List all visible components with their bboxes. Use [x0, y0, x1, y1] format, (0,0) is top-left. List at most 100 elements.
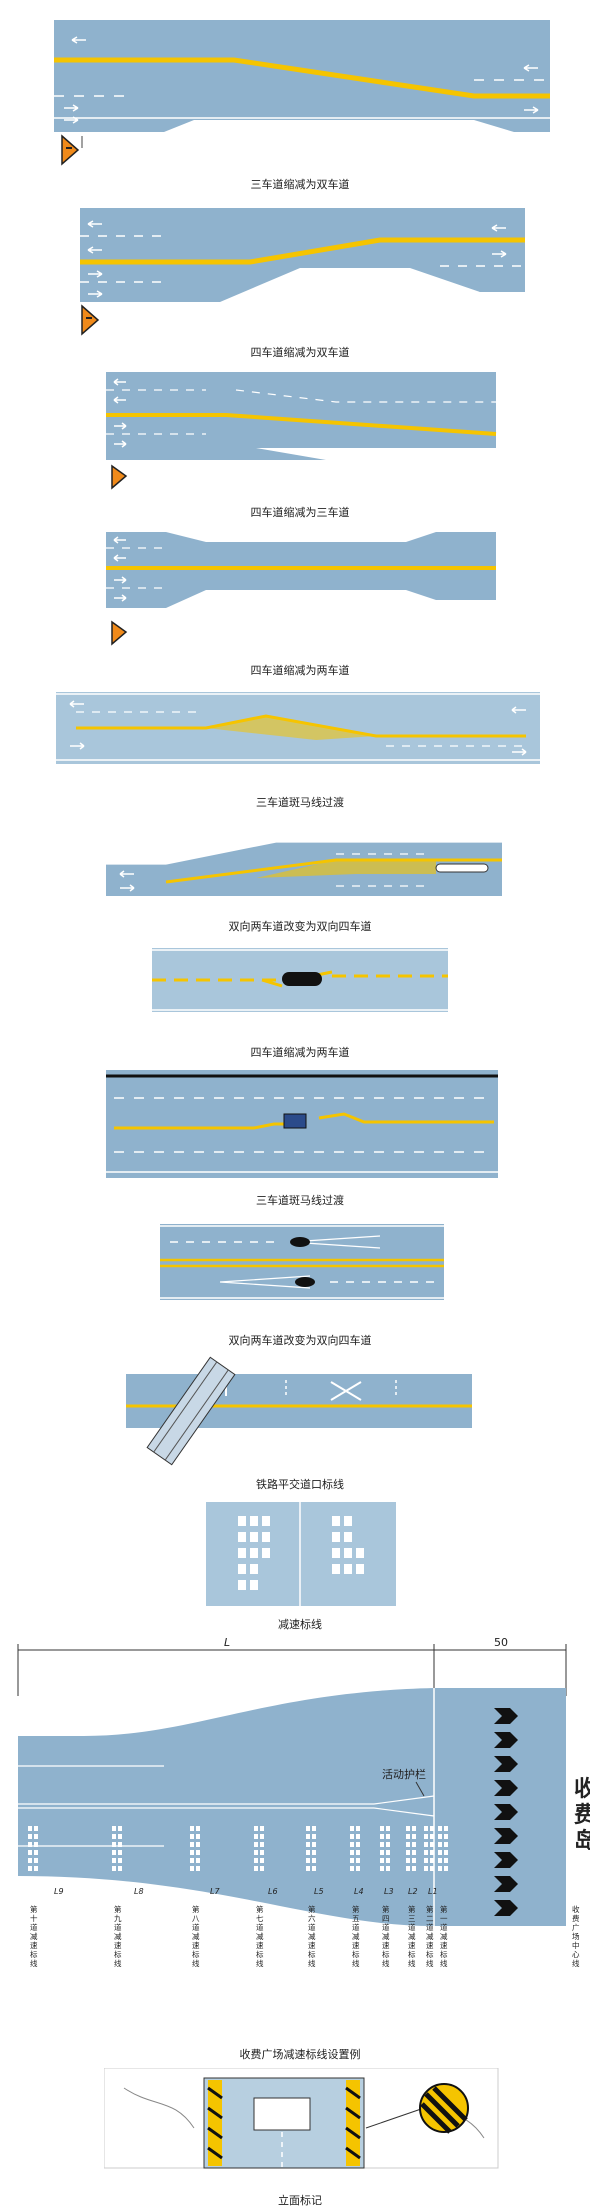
- toll-island-arrow: [494, 1756, 518, 1772]
- caption-d12: 收费广场减速标线设置例: [239, 2048, 361, 2061]
- diagram-4to2-lane-island: [152, 948, 448, 1012]
- caption-d3: 四车道缩减为三车道: [250, 506, 350, 519]
- speed-block: [34, 1842, 38, 1847]
- barrier-label: 活动护栏: [382, 1767, 426, 1781]
- speed-block: [380, 1866, 384, 1871]
- speed-block: [254, 1858, 258, 1863]
- diagram-3lane-hatch-transition-2: [106, 1070, 498, 1178]
- diagram-2to4-lane-expansion: [106, 841, 502, 896]
- speed-block: [312, 1834, 316, 1839]
- speed-block: [118, 1826, 122, 1831]
- warning-sign-icon: [81, 304, 100, 336]
- segment-label: L9: [54, 1887, 64, 1896]
- speed-block: [430, 1850, 434, 1855]
- speed-block: [424, 1826, 428, 1831]
- reduction-line-label: 第九道减速标线: [114, 1904, 122, 1968]
- diagram-3lane-hatch-transition: [56, 692, 540, 764]
- speed-block: [196, 1858, 200, 1863]
- speed-block: [118, 1858, 122, 1863]
- caption-d11: 减速标线: [278, 1618, 322, 1631]
- speed-block: [34, 1858, 38, 1863]
- toll-island-arrow: [494, 1876, 518, 1892]
- speed-block: [386, 1866, 390, 1871]
- speed-block: [254, 1866, 258, 1871]
- speed-block: [196, 1850, 200, 1855]
- speed-block: [424, 1858, 428, 1863]
- speed-block: [190, 1842, 194, 1847]
- speed-block: [444, 1858, 448, 1863]
- speed-block: [112, 1826, 116, 1831]
- speed-block: [444, 1866, 448, 1871]
- speed-block: [356, 1858, 360, 1863]
- speed-block: [430, 1858, 434, 1863]
- diagram-portal-marking: [104, 2068, 499, 2169]
- toll-island-arrow: [494, 1852, 518, 1868]
- speed-block: [306, 1826, 310, 1831]
- segment-label: L4: [354, 1887, 364, 1896]
- speed-block: [118, 1866, 122, 1871]
- speed-block: [112, 1842, 116, 1847]
- speed-block: [406, 1866, 410, 1871]
- speed-block: [196, 1826, 200, 1831]
- speed-block: [306, 1866, 310, 1871]
- speed-block: [254, 1842, 258, 1847]
- speed-block: [412, 1850, 416, 1855]
- segment-label: L7: [210, 1887, 220, 1896]
- speed-block: [254, 1826, 258, 1831]
- warning-sign-icon: [111, 464, 128, 490]
- caption-d1: 三车道缩减为双车道: [250, 178, 350, 191]
- speed-block: [438, 1866, 442, 1871]
- speed-block: [430, 1834, 434, 1839]
- speed-block: [386, 1850, 390, 1855]
- speed-block: [350, 1826, 354, 1831]
- caption-d2: 四车道缩减为双车道: [250, 346, 350, 359]
- speed-block: [254, 1850, 258, 1855]
- segment-label: L5: [314, 1887, 324, 1896]
- toll-island-arrow: [494, 1708, 518, 1724]
- speed-block: [118, 1842, 122, 1847]
- reduction-line-label: 第四道减速标线: [382, 1904, 390, 1968]
- speed-block: [312, 1826, 316, 1831]
- speed-block: [190, 1826, 194, 1831]
- toll-island-arrow: [494, 1732, 518, 1748]
- island-label: 收费岛: [574, 1776, 590, 1854]
- reduction-line-label: 第七道减速标线: [256, 1904, 264, 1968]
- speed-block: [356, 1826, 360, 1831]
- reduction-line-label: 第三道减速标线: [408, 1904, 416, 1968]
- caption-d9: 双向两车道改变为双向四车道: [228, 1334, 372, 1347]
- warning-sign-icon: [111, 620, 128, 646]
- speed-block: [386, 1858, 390, 1863]
- diagram-2to4-lane-chevron: [160, 1224, 444, 1300]
- speed-block: [312, 1850, 316, 1855]
- dim-L-label: L: [224, 1636, 230, 1649]
- segment-label: L3: [384, 1887, 394, 1896]
- speed-block: [312, 1866, 316, 1871]
- diagram-4to2-lane-reduction: [80, 208, 525, 336]
- speed-block: [260, 1842, 264, 1847]
- caption-d7: 四车道缩减为两车道: [250, 1046, 350, 1059]
- speed-block: [356, 1842, 360, 1847]
- caption-d13: 立面标记: [278, 2194, 322, 2207]
- speed-block: [254, 1834, 258, 1839]
- speed-block: [260, 1850, 264, 1855]
- speed-block: [356, 1866, 360, 1871]
- speed-block: [34, 1834, 38, 1839]
- speed-block: [380, 1858, 384, 1863]
- speed-block: [350, 1834, 354, 1839]
- speed-block: [28, 1858, 32, 1863]
- reduction-line-label: 第六道减速标线: [308, 1904, 316, 1968]
- speed-block: [438, 1826, 442, 1831]
- speed-block: [260, 1834, 264, 1839]
- speed-block: [380, 1826, 384, 1831]
- segment-label: L6: [268, 1887, 278, 1896]
- speed-block: [430, 1842, 434, 1847]
- speed-block: [190, 1866, 194, 1871]
- speed-block: [118, 1834, 122, 1839]
- speed-block: [190, 1834, 194, 1839]
- diagram-railway-crossing: [126, 1356, 472, 1466]
- caption-d10: 铁路平交道口标线: [256, 1478, 344, 1491]
- speed-block: [406, 1858, 410, 1863]
- speed-block: [380, 1850, 384, 1855]
